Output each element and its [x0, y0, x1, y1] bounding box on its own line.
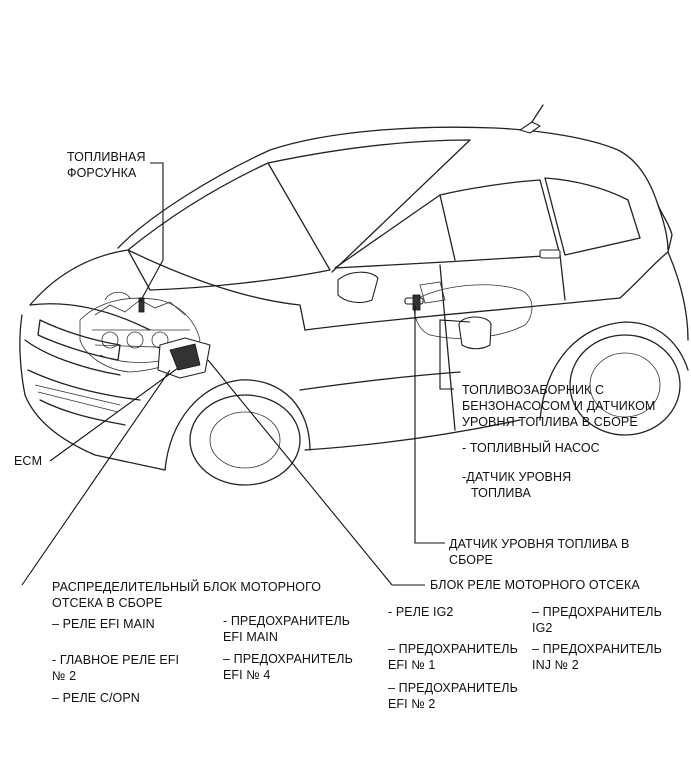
fuse-efi-main-label: - ПРЕДОХРАНИТЕЛЬ EFI MAIN [223, 613, 350, 645]
fuel-pump-label: - ТОПЛИВНЫЙ НАСОС [462, 441, 600, 455]
fuse-efi4-line2: EFI № 4 [223, 668, 271, 682]
copn-relay-label: – РЕЛЕ C/OPN [52, 691, 140, 705]
ejb-line1: РАСПРЕДЕЛИТЕЛЬНЫЙ БЛОК МОТОРНОГО [52, 580, 322, 594]
main-relay-efi2-label: - ГЛАВНОЕ РЕЛЕ EFI № 2 [52, 652, 179, 684]
fuel-suction-line2: БЕНЗОНАСОСОМ И ДАТЧИКОМ [462, 399, 656, 413]
relay-block-label: БЛОК РЕЛЕ МОТОРНОГО ОТСЕКА [430, 578, 640, 592]
vehicle-outline [19, 104, 689, 486]
level-sensor-sub-label: -ДАТЧИК УРОВНЯ ТОПЛИВА [462, 469, 571, 501]
fuse-efi-main-line2: EFI MAIN [223, 630, 278, 644]
fuse-efi1-line1: – ПРЕДОХРАНИТЕЛЬ [388, 642, 518, 656]
fuse-efi2-line1: – ПРЕДОХРАНИТЕЛЬ [388, 681, 518, 695]
fuse-ig2-line2: IG2 [532, 621, 553, 635]
fuse-efi-main-line1: - ПРЕДОХРАНИТЕЛЬ [223, 614, 351, 628]
fuse-efi4-line1: – ПРЕДОХРАНИТЕЛЬ [223, 652, 353, 666]
level-sensor-assy-line2: СБОРЕ [449, 553, 493, 567]
ecm-label: ECM [14, 454, 43, 468]
fuse-efi1-label: – ПРЕДОХРАНИТЕЛЬ EFI № 1 [388, 641, 518, 673]
level-sensor-sub-line2: ТОПЛИВА [471, 486, 531, 500]
level-sensor-assy-label: ДАТЧИК УРОВНЯ ТОПЛИВА В СБОРЕ [449, 536, 629, 568]
leader-lines [21, 162, 471, 586]
fuse-efi1-line2: EFI № 1 [388, 658, 436, 672]
ejb-line2: ОТСЕКА В СБОРЕ [52, 596, 163, 610]
injector-label-line1: ТОПЛИВНАЯ [67, 150, 146, 164]
ig2-relay-label: - РЕЛЕ IG2 [388, 605, 454, 619]
fuse-inj2-label: – ПРЕДОХРАНИТЕЛЬ INJ № 2 [532, 641, 662, 673]
fuse-inj2-line2: INJ № 2 [532, 658, 579, 672]
ecm-part [157, 337, 211, 379]
efi-main-relay-label: – РЕЛЕ EFI MAIN [52, 617, 155, 631]
fuel-suction-label: ТОПЛИВОЗАБОРНИК С БЕНЗОНАСОСОМ И ДАТЧИКО… [462, 382, 655, 430]
fuel-suction-line1: ТОПЛИВОЗАБОРНИК С [462, 383, 605, 397]
fuel-tank-part [412, 281, 533, 350]
main-relay-efi2-line1: - ГЛАВНОЕ РЕЛЕ EFI [52, 653, 180, 667]
injector-label: ТОПЛИВНАЯ ФОРСУНКА [67, 149, 146, 181]
level-sensor-sub-line1: -ДАТЧИК УРОВНЯ [462, 470, 572, 484]
fuse-efi4-label: – ПРЕДОХРАНИТЕЛЬ EFI № 4 [223, 651, 353, 683]
fuse-efi2-label: – ПРЕДОХРАНИТЕЛЬ EFI № 2 [388, 680, 518, 712]
fuse-efi2-line2: EFI № 2 [388, 697, 436, 711]
fuel-suction-line3: УРОВНЯ ТОПЛИВА В СБОРЕ [462, 415, 638, 429]
injector-label-line2: ФОРСУНКА [67, 166, 137, 180]
fuse-ig2-label: – ПРЕДОХРАНИТЕЛЬ IG2 [532, 604, 662, 636]
engine-junction-block-label: РАСПРЕДЕЛИТЕЛЬНЫЙ БЛОК МОТОРНОГО ОТСЕКА … [52, 579, 321, 611]
level-sensor-assy-line1: ДАТЧИК УРОВНЯ ТОПЛИВА В [449, 537, 630, 551]
fuse-ig2-line1: – ПРЕДОХРАНИТЕЛЬ [532, 605, 662, 619]
main-relay-efi2-line2: № 2 [52, 669, 77, 683]
fuse-inj2-line1: – ПРЕДОХРАНИТЕЛЬ [532, 642, 662, 656]
fuel-injector-part [138, 297, 145, 313]
